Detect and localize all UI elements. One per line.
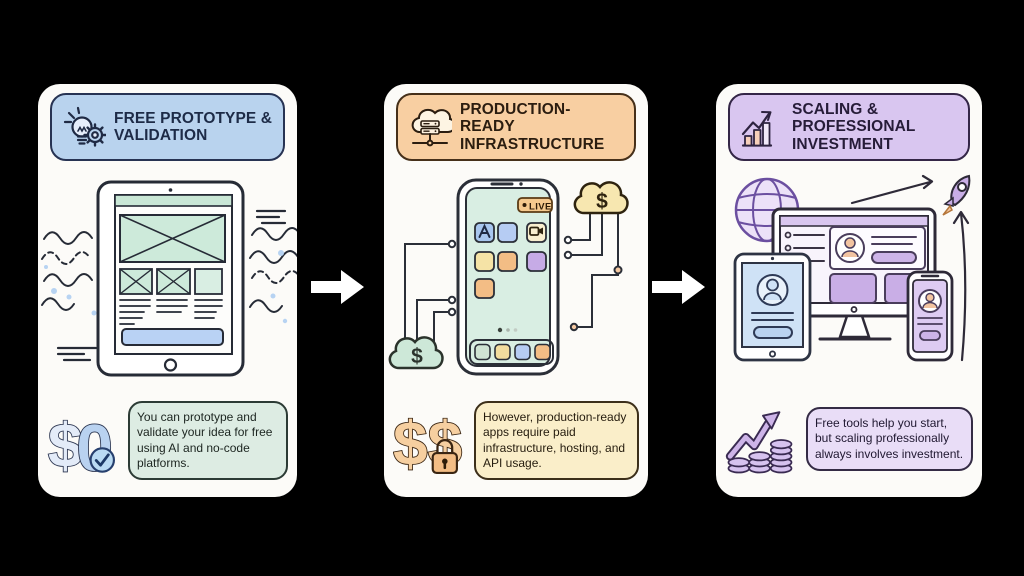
panel-title: FREE PROTOTYPE & VALIDATION xyxy=(114,109,273,144)
cloud-dollar-text: $ xyxy=(411,345,423,368)
wave-decorations xyxy=(41,209,297,362)
lightbulb-gear-icon xyxy=(63,106,106,147)
panel-free-prototype-validation: FREE PROTOTYPE & VALIDATION xyxy=(38,84,297,497)
padlock-icon xyxy=(431,438,458,474)
circuit-nodes xyxy=(447,235,623,332)
cloud-server-icon xyxy=(411,108,452,147)
flow-arrow-2 xyxy=(652,268,706,306)
caption-box: You can prototype and validate your idea… xyxy=(128,401,288,481)
panel-footer: $ 0 You can prototype and validate your … xyxy=(47,401,288,481)
panel-scaling-professional-investment: SCALING & PROFESSIONAL INVESTMENT xyxy=(716,84,982,497)
app-grid xyxy=(474,222,547,299)
live-badge: LIVE xyxy=(517,197,553,213)
phone-device xyxy=(906,270,954,362)
panel-footer: Free tools help you start, but scaling p… xyxy=(725,401,973,477)
tablet-wireframe xyxy=(96,180,245,377)
caption-box: However, production-ready apps require p… xyxy=(474,401,639,481)
caption-text: You can prototype and validate your idea… xyxy=(137,410,273,471)
arrow-right-icon xyxy=(311,270,364,304)
growth-arrow xyxy=(725,411,781,461)
devices-scaling-illustration xyxy=(733,174,971,362)
smartphone: LIVE xyxy=(456,178,560,376)
caption-text: Free tools help you start, but scaling p… xyxy=(815,415,964,461)
tablet-device xyxy=(733,252,812,362)
live-label: LIVE xyxy=(529,201,552,212)
caption-text: However, production-ready apps require p… xyxy=(483,410,627,471)
zero-cost-check-icon: $ 0 xyxy=(47,410,116,479)
flow-arrow-1 xyxy=(311,268,365,306)
panel-title: PRODUCTION-READY INFRASTRUCTURE xyxy=(460,100,605,153)
caption-box: Free tools help you start, but scaling p… xyxy=(806,406,973,472)
cloud-right: $ xyxy=(573,181,629,215)
tablet-wireframe-illustration xyxy=(41,180,297,377)
page-dots xyxy=(497,327,518,333)
panel-footer: $$ However, production-ready apps requir… xyxy=(393,401,639,481)
dock xyxy=(469,339,554,365)
phone-live-cloud-illustration: $ $ xyxy=(388,178,629,376)
rocket-icon xyxy=(942,174,971,216)
panel-header: SCALING & PROFESSIONAL INVESTMENT xyxy=(728,93,970,161)
cost-dollar-text: $ xyxy=(48,412,83,479)
panel-header: PRODUCTION-READY INFRASTRUCTURE xyxy=(396,93,636,161)
growth-chart-icon xyxy=(741,111,773,147)
paid-lock-icon: $$ xyxy=(393,409,463,479)
coin-stacks xyxy=(727,439,793,474)
cloud-dollar-text: $ xyxy=(596,190,608,213)
arrow-right-icon xyxy=(652,270,705,304)
panel-header: FREE PROTOTYPE & VALIDATION xyxy=(50,93,285,161)
investment-coins-arrow-icon xyxy=(725,411,793,474)
cloud-left: $ xyxy=(388,336,444,370)
panel-title: SCALING & PROFESSIONAL INVESTMENT xyxy=(792,100,916,153)
panel-production-ready-infrastructure: PRODUCTION-READY INFRASTRUCTURE $ $ xyxy=(384,84,648,497)
check-circle-icon xyxy=(89,446,116,473)
profile-card xyxy=(829,226,926,270)
